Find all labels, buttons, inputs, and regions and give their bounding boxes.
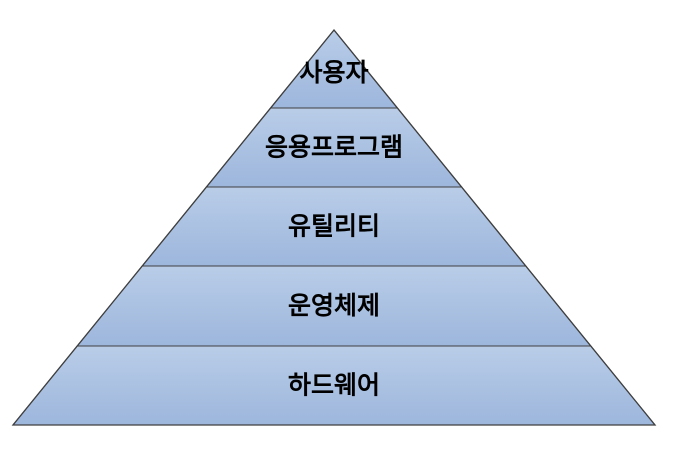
pyramid-outline (11, 28, 657, 426)
pyramid-layer-label: 유틸리티 (288, 212, 380, 241)
pyramid-layer-label: 하드웨어 (288, 371, 380, 400)
pyramid-layer-label: 응용프로그램 (265, 133, 403, 162)
pyramid-layer-label: 사용자 (299, 58, 368, 87)
pyramid-layer-label: 운영체제 (288, 291, 380, 320)
